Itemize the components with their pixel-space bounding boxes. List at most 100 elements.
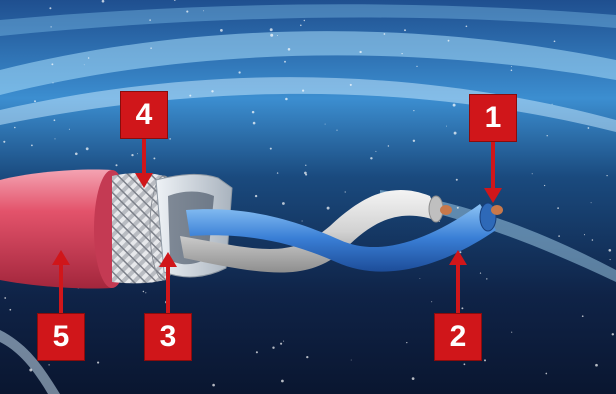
star [302, 90, 304, 92]
star [280, 343, 282, 345]
star [448, 40, 450, 42]
star [29, 369, 32, 372]
star [211, 90, 213, 92]
star [595, 364, 598, 367]
star [606, 175, 607, 176]
star [284, 61, 286, 63]
callout-2-conductor-insulation: 2 [434, 313, 482, 361]
star [554, 40, 556, 42]
star [86, 147, 89, 150]
star [131, 154, 133, 156]
star [9, 309, 11, 311]
star [359, 51, 361, 53]
star [52, 82, 53, 83]
star [511, 332, 512, 333]
star [446, 126, 447, 127]
star [145, 292, 146, 293]
star [456, 179, 458, 181]
star [419, 278, 420, 279]
star [413, 110, 414, 111]
star [288, 48, 291, 51]
star [545, 373, 547, 375]
star [350, 84, 352, 86]
star [169, 138, 171, 140]
star [69, 129, 70, 130]
star [48, 364, 49, 365]
star [186, 11, 188, 13]
star [336, 130, 337, 131]
copper-core [440, 205, 452, 215]
star [582, 315, 584, 317]
star [612, 333, 614, 335]
star [277, 35, 278, 36]
star [401, 53, 402, 54]
star [412, 377, 415, 380]
star [351, 360, 352, 361]
star [305, 165, 306, 166]
star [51, 26, 52, 27]
star [300, 25, 302, 27]
star [592, 239, 594, 241]
star [270, 28, 273, 31]
star [285, 98, 288, 101]
star [270, 148, 272, 150]
copper-core [491, 205, 503, 215]
star [544, 185, 545, 186]
star [325, 124, 326, 125]
star [49, 7, 51, 9]
star [75, 152, 78, 155]
star [55, 138, 56, 139]
callout-1-copper-core: 1 [469, 94, 517, 142]
star [272, 347, 274, 349]
star [584, 234, 585, 235]
star [453, 104, 456, 107]
star [306, 356, 308, 358]
callout-5-outer-jacket: 5 [37, 313, 85, 361]
star [189, 95, 191, 97]
star [51, 63, 53, 65]
star [431, 301, 432, 302]
star [137, 153, 138, 154]
star [457, 207, 459, 209]
star [203, 10, 204, 11]
star [143, 291, 144, 292]
star [97, 362, 99, 364]
star [88, 57, 90, 59]
star [404, 29, 406, 31]
callout-4-braided-shield: 4 [120, 91, 168, 139]
star [4, 297, 6, 299]
star [610, 259, 611, 260]
star [461, 307, 463, 309]
star [255, 195, 257, 197]
star [608, 249, 611, 252]
star [252, 111, 255, 114]
star [282, 202, 285, 205]
star [327, 207, 330, 210]
star [14, 127, 16, 129]
star [406, 342, 407, 343]
star [511, 70, 513, 72]
star [305, 174, 307, 176]
star [34, 100, 36, 102]
star [115, 164, 117, 166]
star [486, 278, 487, 279]
star [547, 135, 548, 136]
star [388, 145, 389, 146]
star [54, 119, 56, 121]
callout-3-foil-shield: 3 [144, 313, 192, 361]
star [552, 104, 553, 105]
star [588, 127, 590, 129]
star [212, 384, 215, 387]
star [591, 202, 592, 203]
star [281, 380, 284, 383]
star [277, 172, 278, 173]
star [558, 235, 560, 237]
star [150, 47, 152, 49]
star [3, 141, 5, 143]
star [238, 71, 240, 73]
star [256, 351, 258, 353]
star [345, 191, 346, 192]
star [511, 66, 512, 67]
